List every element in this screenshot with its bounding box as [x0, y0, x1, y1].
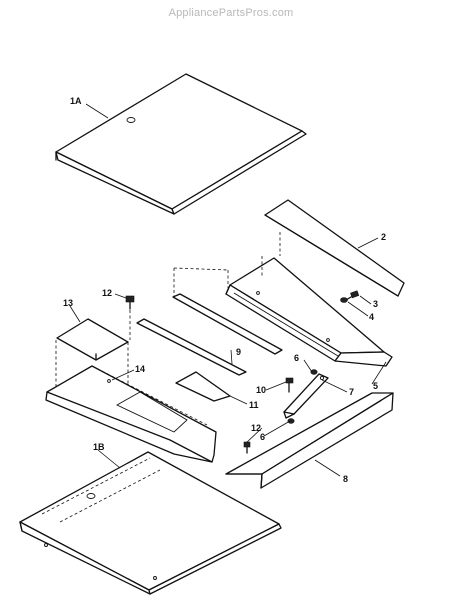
callout-5: 5: [373, 381, 378, 391]
screw-hole-icon: [44, 543, 48, 547]
part-2-triangular-plate[interactable]: [264, 199, 405, 297]
part-8-angle-bracket[interactable]: [225, 392, 394, 489]
part-11-small-plate[interactable]: [175, 371, 231, 402]
part-1a-top-panel[interactable]: [55, 73, 307, 215]
part-9-strip-lower[interactable]: [136, 318, 247, 376]
panel-hole-icon: [86, 493, 96, 499]
callout-7: 7: [349, 387, 354, 397]
screw-hole-icon: [326, 338, 330, 342]
callout-13: 13: [63, 298, 73, 308]
watermark-text: AppliancePartsPros.com: [169, 7, 294, 19]
callout-12-upper: 12: [102, 288, 112, 298]
part-9-strip-upper[interactable]: [172, 293, 283, 355]
callout-14: 14: [135, 364, 145, 374]
part-13-small-plate[interactable]: [56, 318, 129, 361]
callout-10: 10: [256, 385, 266, 395]
part-4-washer[interactable]: [340, 297, 348, 303]
screw-hole-icon: [153, 576, 157, 580]
part-6-nut-lower[interactable]: [287, 418, 295, 424]
callout-1a: 1A: [70, 96, 82, 106]
part-6-nut-upper[interactable]: [310, 369, 318, 375]
callout-8: 8: [343, 474, 348, 484]
part-12-screw-upper[interactable]: [125, 295, 135, 340]
callout-1b: 1B: [93, 442, 105, 452]
part-3-screw[interactable]: [345, 290, 360, 301]
leader-lines: [69, 103, 387, 477]
callout-12-lower: 12: [251, 423, 261, 433]
callout-3: 3: [373, 299, 378, 309]
callout-2: 2: [381, 232, 386, 242]
alignment-line: [173, 267, 229, 271]
screw-hole-icon: [256, 291, 260, 295]
part-7-bracket[interactable]: [283, 373, 329, 419]
callout-9: 9: [236, 347, 241, 357]
callout-4: 4: [369, 312, 374, 322]
part-12-screw-lower[interactable]: [243, 441, 251, 454]
screw-hole-icon: [319, 375, 325, 381]
part-1b-bottom-panel[interactable]: [19, 451, 282, 595]
part-14-middle-tray[interactable]: [45, 365, 217, 463]
part-5-duct-bracket[interactable]: [225, 257, 393, 367]
panel-hole-icon: [126, 117, 136, 123]
callout-6-lower: 6: [260, 432, 265, 442]
callout-6-upper: 6: [294, 353, 299, 363]
part-10-bolt[interactable]: [285, 377, 294, 393]
screw-hole-icon: [107, 379, 111, 383]
callout-11: 11: [249, 400, 259, 410]
